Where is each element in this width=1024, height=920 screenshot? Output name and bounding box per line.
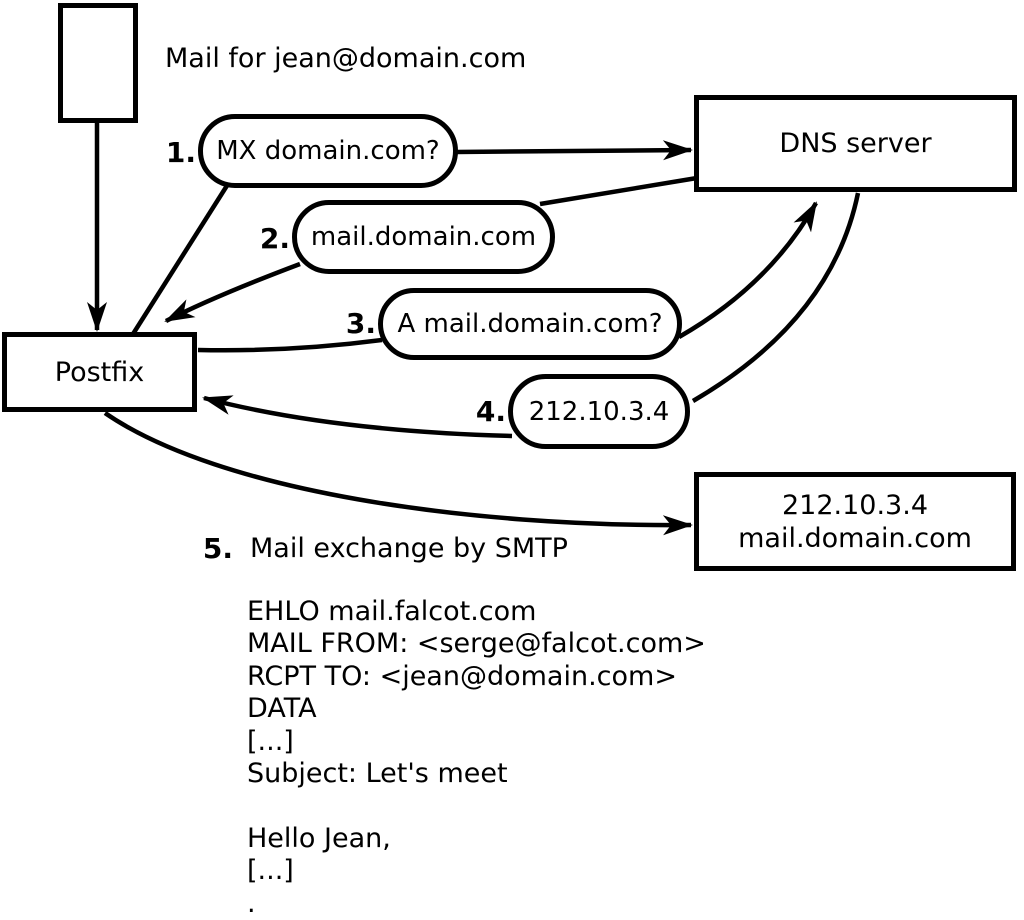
step-1-message-label: MX domain.com? — [216, 136, 440, 166]
arrow-query1-to-dns — [455, 140, 693, 161]
step-5-label: Mail exchange by SMTP — [250, 533, 568, 564]
line-dns-to-answer4 — [691, 192, 861, 403]
step-5-number: 5. — [202, 532, 233, 565]
arrow-query3-to-dns — [677, 201, 818, 339]
smtp-line-ellipsis-1: [...] — [247, 725, 294, 757]
smtp-line-ehlo: EHLO mail.falcot.com — [247, 596, 537, 627]
postfix-node-label: Postfix — [54, 356, 145, 388]
dns-server-node-label: DNS server — [779, 128, 932, 159]
step-2-message-pill: mail.domain.com — [292, 200, 555, 274]
postfix-node: Postfix — [2, 332, 197, 412]
smtp-line-hello: Hello Jean, — [247, 822, 391, 854]
arrow-answer2-to-postfix — [164, 261, 301, 324]
smtp-line-rcpt-to: RCPT TO: <jean@domain.com> — [247, 660, 677, 692]
mail-server-node: 212.10.3.4 mail.domain.com — [694, 472, 1016, 571]
smtp-line-end-dot: . — [247, 887, 256, 919]
mail-for-label: Mail for jean@domain.com — [165, 43, 527, 74]
smtp-line-mail-from: MAIL FROM: <serge@falcot.com> — [247, 628, 706, 660]
step-3-message-label: A mail.domain.com? — [397, 309, 663, 339]
arrow-answer4-to-postfix — [202, 395, 513, 439]
step-3-number: 3. — [345, 307, 376, 340]
step-4-number: 4. — [475, 395, 506, 428]
line-postfix-to-query1 — [131, 182, 230, 336]
step-4-message-label: 212.10.3.4 — [528, 396, 670, 427]
step-3-message-pill: A mail.domain.com? — [378, 288, 682, 360]
step-2-message-label: mail.domain.com — [310, 222, 537, 252]
line-postfix-to-query3 — [197, 337, 383, 353]
smtp-line-ellipsis-2: [...] — [247, 855, 294, 887]
line-dns-to-answer2 — [539, 175, 698, 207]
smtp-line-data: DATA — [247, 693, 317, 725]
step-1-message-pill: MX domain.com? — [198, 114, 458, 188]
smtp-session-transcript: EHLO mail.falcot.com MAIL FROM: <serge@f… — [247, 596, 807, 920]
mail-server-host-label: mail.domain.com — [738, 522, 972, 554]
smtp-line-subject: Subject: Let's meet — [247, 757, 508, 789]
arrow-postfix-to-mailserver — [103, 411, 693, 536]
step-4-message-pill: 212.10.3.4 — [508, 374, 690, 449]
mail-message-icon — [58, 3, 138, 123]
step-2-number: 2. — [259, 222, 290, 255]
mail-server-ip-label: 212.10.3.4 — [782, 489, 928, 521]
smtp-line-blank — [247, 790, 807, 822]
dns-server-node: DNS server — [694, 95, 1017, 192]
step-1-number: 1. — [165, 136, 196, 169]
